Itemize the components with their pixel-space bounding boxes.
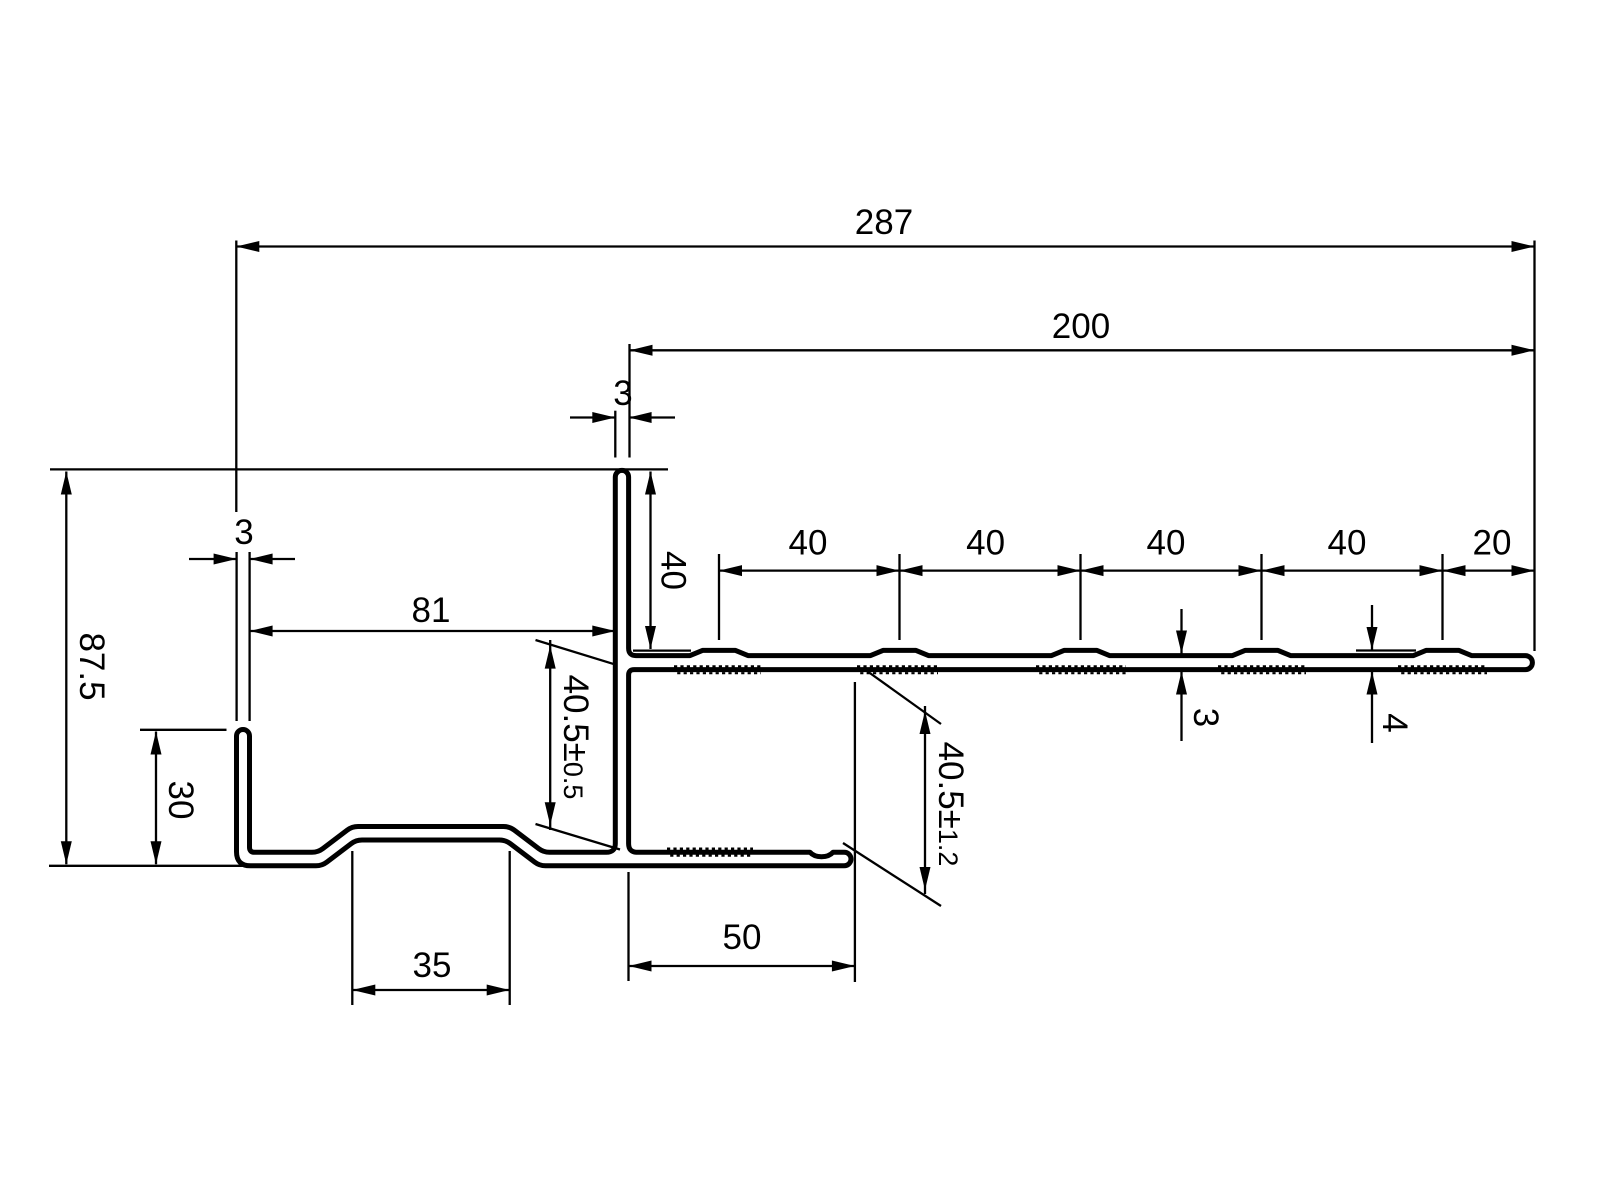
svg-text:287: 287 <box>855 203 913 242</box>
svg-text:30: 30 <box>161 781 200 820</box>
svg-text:40: 40 <box>1328 524 1367 563</box>
svg-text:87.5: 87.5 <box>72 632 111 700</box>
svg-text:4: 4 <box>1375 713 1414 732</box>
svg-text:40: 40 <box>654 551 693 590</box>
svg-text:81: 81 <box>412 591 451 630</box>
svg-text:40.5±0.5: 40.5±0.5 <box>556 675 595 800</box>
svg-text:3: 3 <box>234 513 253 552</box>
svg-text:200: 200 <box>1052 307 1110 346</box>
svg-text:40: 40 <box>789 524 828 563</box>
svg-text:35: 35 <box>413 946 452 985</box>
svg-text:3: 3 <box>613 374 632 413</box>
svg-text:20: 20 <box>1473 524 1512 563</box>
svg-text:40.5±1.2: 40.5±1.2 <box>931 742 970 867</box>
svg-text:40: 40 <box>1147 524 1186 563</box>
svg-text:3: 3 <box>1186 708 1225 727</box>
svg-text:40: 40 <box>966 524 1005 563</box>
svg-text:50: 50 <box>723 918 762 957</box>
